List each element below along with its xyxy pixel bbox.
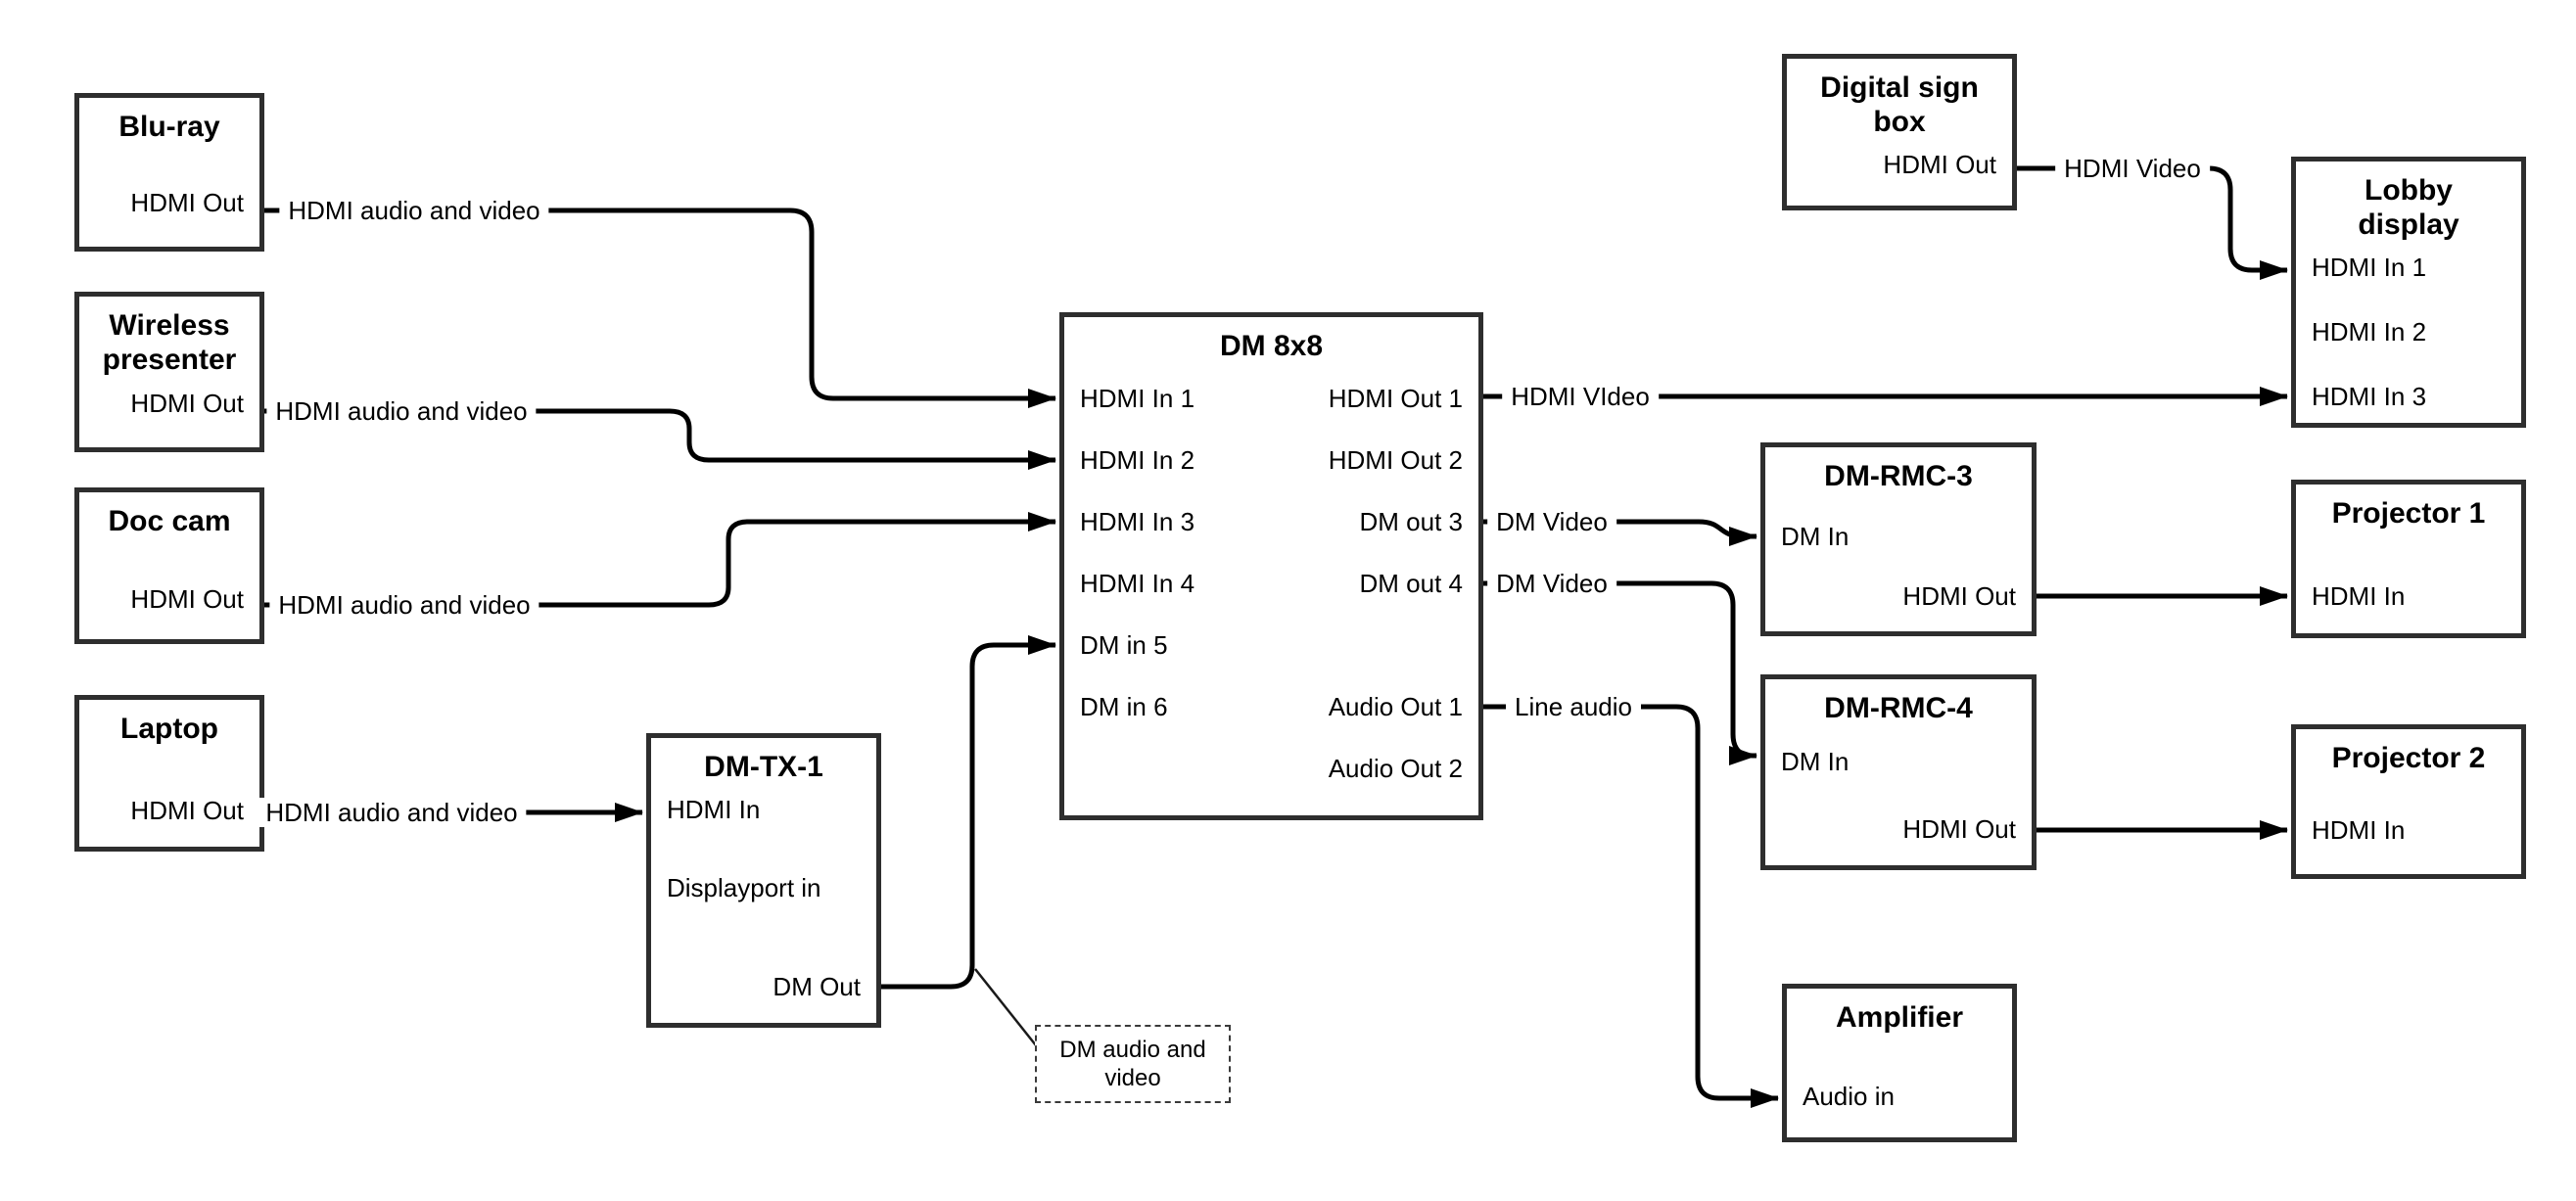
doccam-title: Doc cam [108, 505, 231, 537]
bluray-port-hdmi-out: HDMI Out [130, 188, 244, 217]
digital-sign-title-line1: Digital sign [1820, 71, 1979, 104]
digital-sign-title-line2: box [1873, 106, 1926, 138]
wireless-title: Wireless presenter [79, 297, 259, 377]
wireless-title-line2: presenter [102, 344, 237, 376]
laptop-title: Laptop [120, 713, 218, 745]
cable-dmtx1-to-dm-in-5 [881, 635, 1056, 990]
doccam-port-hdmi-out: HDMI Out [130, 584, 244, 614]
digital-sign-title: Digital sign box [1787, 59, 2012, 139]
device-amplifier: Amplifier Audio in [1782, 984, 2017, 1142]
dm8x8-port-hdmi-in-1: HDMI In 1 [1080, 384, 1195, 413]
dm8x8-port-hdmi-in-4: HDMI In 4 [1080, 569, 1195, 598]
cable-label-doccam: HDMI audio and video [269, 590, 539, 620]
dm8x8-port-dm-in-5: DM in 5 [1080, 630, 1168, 660]
cable-audio-out1-to-amplifier [1483, 704, 1779, 1108]
lobby-title: Lobby display [2296, 162, 2521, 242]
note-leader-line [974, 968, 1037, 1046]
rmc3-port-hdmi-out: HDMI Out [1902, 581, 2016, 611]
projector1-port-hdmi-in: HDMI In [2312, 581, 2406, 611]
annotation-text: DM audio and video [1059, 1037, 1206, 1091]
dmtx1-port-displayport-in: Displayport in [667, 873, 821, 902]
lobby-port-hdmi-in-2: HDMI In 2 [2312, 317, 2427, 346]
device-dm-rmc-3: DM-RMC-3 DM In HDMI Out [1760, 442, 2037, 636]
lobby-port-hdmi-in-3: HDMI In 3 [2312, 382, 2427, 411]
rmc4-port-hdmi-out: HDMI Out [1902, 814, 2016, 844]
dm8x8-title: DM 8x8 [1219, 330, 1324, 362]
dm8x8-port-hdmi-out-1: HDMI Out 1 [1328, 384, 1463, 413]
device-laptop: Laptop HDMI Out [74, 695, 264, 852]
dmtx1-port-dm-out: DM Out [773, 972, 861, 1001]
wireless-port-hdmi-out: HDMI Out [130, 389, 244, 418]
projector1-title: Projector 1 [2331, 497, 2486, 530]
dmtx1-port-hdmi-in: HDMI In [667, 795, 761, 824]
device-doccam: Doc cam HDMI Out [74, 487, 264, 644]
cable-label-dm-video-4: DM Video [1487, 569, 1616, 598]
cable-label-bluray: HDMI audio and video [279, 196, 549, 225]
digital-sign-port-hdmi-out: HDMI Out [1883, 150, 1996, 179]
rmc4-port-dm-in: DM In [1781, 747, 1850, 776]
dmtx1-title: DM-TX-1 [704, 751, 823, 783]
cable-label-laptop: HDMI audio and video [257, 798, 527, 827]
dm8x8-port-dm-out-4: DM out 4 [1359, 569, 1464, 598]
laptop-port-hdmi-out: HDMI Out [130, 796, 244, 825]
amplifier-title: Amplifier [1835, 1001, 1964, 1034]
rmc3-title: DM-RMC-3 [1824, 460, 1973, 492]
device-dm8x8: DM 8x8 HDMI In 1 HDMI In 2 HDMI In 3 HDM… [1059, 312, 1483, 820]
cable-dm-out4-to-rmc4 [1483, 580, 1757, 765]
bluray-title: Blu-ray [118, 111, 220, 143]
wireless-title-line1: Wireless [109, 309, 230, 342]
dm8x8-port-hdmi-out-2: HDMI Out 2 [1328, 445, 1463, 475]
dm8x8-port-dm-in-6: DM in 6 [1080, 692, 1168, 721]
lobby-title-line2: display [2358, 208, 2459, 241]
rmc4-title: DM-RMC-4 [1824, 692, 1973, 724]
amplifier-port-audio-in: Audio in [1803, 1082, 1895, 1111]
device-projector-2: Projector 2 HDMI In [2291, 724, 2526, 879]
cable-bluray-to-hdmi-in-1 [264, 208, 1056, 408]
cable-label-line-audio: Line audio [1506, 692, 1641, 721]
device-dmtx1: DM-TX-1 HDMI In Displayport in DM Out [646, 733, 881, 1028]
device-projector-1: Projector 1 HDMI In [2291, 480, 2526, 638]
rmc3-port-dm-in: DM In [1781, 522, 1850, 551]
device-dm-rmc-4: DM-RMC-4 DM In HDMI Out [1760, 674, 2037, 870]
cable-sign-to-lobby-in1 [2017, 165, 2288, 280]
dm8x8-port-hdmi-in-3: HDMI In 3 [1080, 507, 1195, 536]
cable-label-dm-video-3: DM Video [1487, 507, 1616, 536]
dm8x8-port-dm-out-3: DM out 3 [1359, 507, 1464, 536]
annotation-dm-audio-video: DM audio and video [1035, 1025, 1231, 1103]
dm8x8-port-audio-out-2: Audio Out 2 [1328, 754, 1463, 783]
device-digital-sign-box: Digital sign box HDMI Out [1782, 54, 2017, 210]
cable-label-hdmi-video-sign: HDMI Video [2055, 154, 2210, 183]
device-lobby-display: Lobby display HDMI In 1 HDMI In 2 HDMI I… [2291, 157, 2526, 428]
dm8x8-port-hdmi-in-2: HDMI In 2 [1080, 445, 1195, 475]
cable-label-wireless: HDMI audio and video [266, 396, 537, 426]
cable-label-hdmi-video-main: HDMI VIdeo [1502, 382, 1659, 411]
projector2-port-hdmi-in: HDMI In [2312, 815, 2406, 845]
device-bluray: Blu-ray HDMI Out [74, 93, 264, 252]
lobby-port-hdmi-in-1: HDMI In 1 [2312, 253, 2427, 282]
dm8x8-port-audio-out-1: Audio Out 1 [1328, 692, 1463, 721]
projector2-title: Projector 2 [2331, 742, 2486, 774]
device-wireless-presenter: Wireless presenter HDMI Out [74, 292, 264, 452]
lobby-title-line1: Lobby [2365, 174, 2453, 207]
